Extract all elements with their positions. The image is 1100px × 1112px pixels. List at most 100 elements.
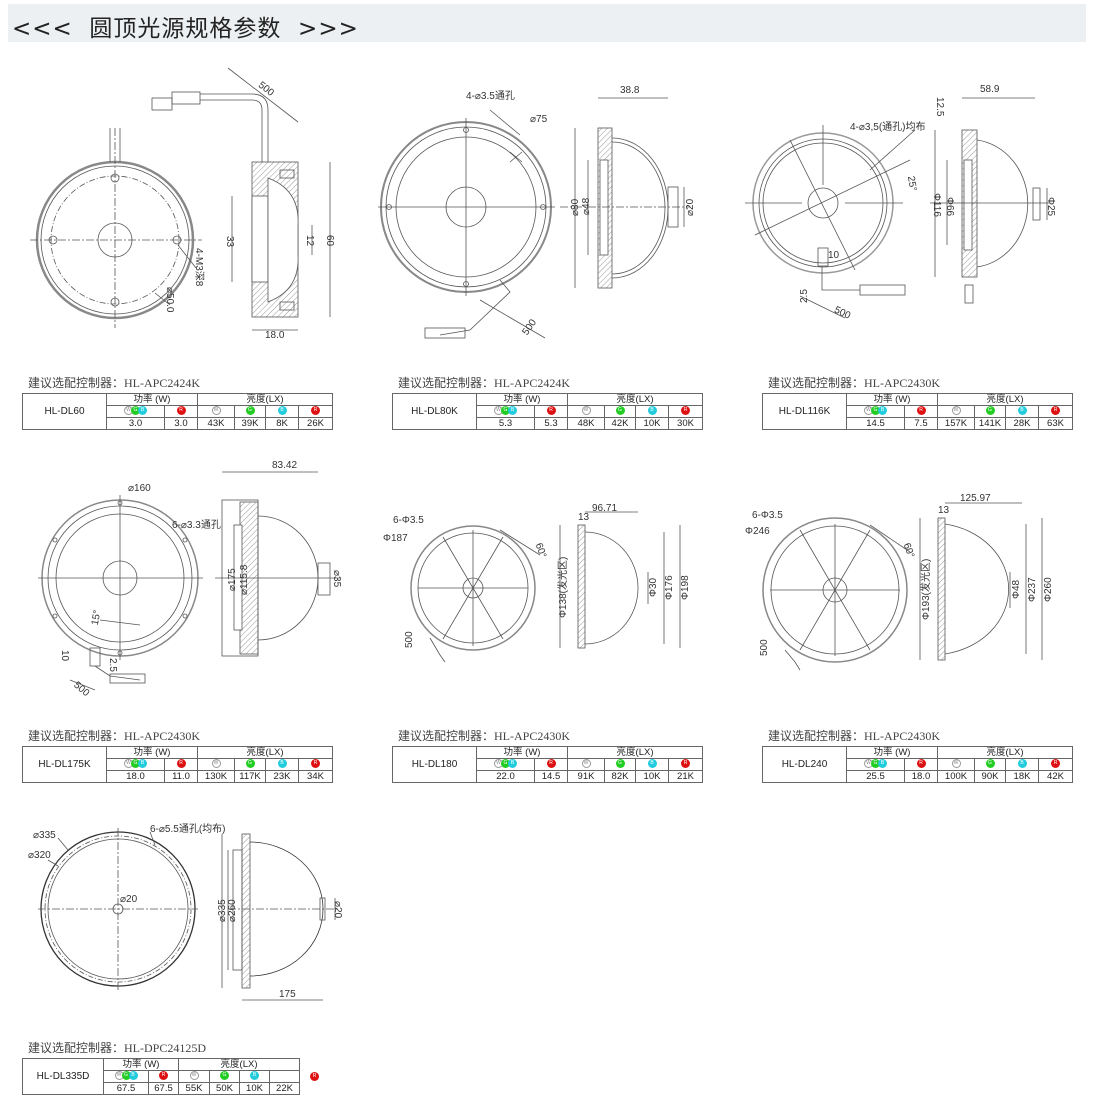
- power-value: 67.5: [103, 1082, 149, 1095]
- brightness-value: 39K: [234, 417, 266, 430]
- led-green-icon: G: [615, 406, 625, 416]
- dim-inner: Φ66: [944, 197, 955, 217]
- led-red-icon: R: [681, 759, 690, 769]
- dl60-dimensions: 500 33 12 60 18.0 4-M3深8 ⌀50.0: [164, 80, 335, 341]
- brightness-icon-cell: W: [567, 758, 605, 771]
- brightness-value: 30K: [667, 417, 704, 430]
- dim-depth: 83.42: [272, 460, 297, 471]
- dl60-front-view: [30, 128, 202, 328]
- dim-cable: 500: [71, 680, 91, 699]
- dim-holes: 6-⌀5.5通孔(均布): [150, 823, 225, 835]
- led-white-icon: W: [581, 406, 591, 416]
- dim-holes: 6-Φ3.5: [393, 515, 424, 526]
- brightness-icon-cell: [268, 1070, 301, 1083]
- dim-depth: 38.8: [620, 85, 640, 96]
- led-blue-icon: B: [647, 759, 657, 769]
- dl335d-side-view: [221, 833, 340, 1001]
- power-value: 11.0: [164, 770, 198, 783]
- model-name: HL-DL175K: [22, 746, 107, 783]
- brightness-value: 130K: [197, 770, 235, 783]
- led-white-icon: W: [211, 406, 221, 416]
- dim-window: Φ48: [1011, 579, 1022, 599]
- brightness-header: 亮度(LX): [936, 746, 1074, 759]
- brightness-value: 28K: [1005, 417, 1039, 430]
- led-green-icon: G: [871, 759, 880, 769]
- dl60-side-view: [151, 67, 331, 331]
- brightness-icon-cell: G: [604, 758, 636, 771]
- model-name: HL-DL60: [22, 393, 107, 430]
- brightness-icon-cell: B: [265, 758, 299, 771]
- dim-inner: ⌀115.8: [239, 564, 250, 595]
- led-red-icon: R: [916, 759, 926, 769]
- dim-cable: 500: [256, 80, 276, 99]
- dim-holes: 6-⌀3.3通孔: [172, 519, 221, 531]
- led-red-icon: R: [311, 406, 320, 416]
- dim-depth: 58.9: [980, 84, 1000, 95]
- brightness-value: 34K: [297, 770, 334, 783]
- power-value: 67.5: [148, 1082, 179, 1095]
- dim-flange: 13: [938, 505, 950, 516]
- brightness-icon-cell: B: [265, 405, 299, 418]
- led-blue-icon: B: [647, 406, 657, 416]
- dl180-front-view: [410, 525, 541, 663]
- controller-recommendation: 建议选配控制器：HL-APC2430K: [398, 729, 571, 743]
- power-value: 7.5: [904, 417, 938, 430]
- led-red-icon: R: [546, 406, 556, 416]
- controller-recommendation: 建议选配控制器：HL-APC2430K: [768, 376, 941, 390]
- brightness-value: 117K: [234, 770, 266, 783]
- power-red-icon-cell: R: [534, 758, 568, 771]
- dl240-front-view: [762, 517, 911, 671]
- dim-depth: 125.97: [960, 493, 991, 504]
- led-green-icon: G: [131, 759, 140, 769]
- power-red-icon-cell: R: [164, 758, 198, 771]
- brightness-value: 55K: [178, 1082, 210, 1095]
- led-red-icon: R: [546, 759, 556, 769]
- brightness-header: 亮度(LX): [566, 393, 704, 406]
- brightness-value: 22K: [268, 1082, 301, 1095]
- power-value: 22.0: [476, 770, 535, 783]
- dim-angle: 60°: [533, 542, 549, 560]
- led-red-icon: R: [310, 1072, 319, 1081]
- dl80k-side-view: [560, 97, 690, 289]
- dim-height: 60: [324, 235, 335, 247]
- page-header: <<< 圆顶光源规格参数 >>>: [8, 4, 1086, 42]
- power-value: 14.5: [534, 770, 568, 783]
- led-red-icon: R: [159, 1071, 168, 1081]
- dim-window: ⌀35: [331, 570, 342, 588]
- brightness-value: 8K: [265, 417, 299, 430]
- brightness-icon-cell: W: [937, 758, 975, 771]
- brightness-icon-cell: B: [635, 758, 669, 771]
- brightness-icon-cell: R: [297, 758, 334, 771]
- brightness-value: 90K: [974, 770, 1006, 783]
- led-green-icon: G: [985, 406, 995, 416]
- led-blue-icon: B: [138, 406, 147, 416]
- dl116k-dimensions: 58.9 12.5 4-⌀3,5(通孔)均布 25° Φ116 Φ66 Φ25 …: [799, 84, 1056, 322]
- led-blue-icon: B: [138, 759, 147, 769]
- dim-side-outer: ⌀335: [217, 899, 228, 922]
- brightness-icon-cell: B: [1005, 758, 1039, 771]
- led-white-icon: W: [951, 406, 961, 416]
- dim-outer: Φ198: [680, 575, 691, 600]
- dl335d-dimensions: ⌀335 ⌀320 6-⌀5.5通孔(均布) ⌀20 ⌀335 ⌀260 ⌀20…: [28, 823, 343, 1000]
- brightness-icon-cell: W: [197, 758, 235, 771]
- dim-pcd: Φ246: [745, 526, 770, 537]
- power-header: 功率 (W): [106, 393, 198, 406]
- brightness-header: 亮度(LX): [936, 393, 1074, 406]
- dl240-side-view: [919, 502, 1043, 661]
- dl180-dimensions: 6-Φ3.5 Φ187 60° 13 96.71 Φ138(发光区) Φ30 Φ…: [383, 503, 691, 648]
- led-blue-icon: B: [1017, 759, 1027, 769]
- power-header: 功率 (W): [476, 393, 568, 406]
- power-value: 18.0: [904, 770, 938, 783]
- brightness-icon-cell: W: [567, 405, 605, 418]
- power-value: 18.0: [106, 770, 165, 783]
- brightness-icon-cell: W: [937, 405, 975, 418]
- power-red-icon-cell: R: [534, 405, 568, 418]
- led-white-icon: W: [581, 759, 591, 769]
- brightness-value: 42K: [1037, 770, 1074, 783]
- led-green-icon: G: [131, 406, 140, 416]
